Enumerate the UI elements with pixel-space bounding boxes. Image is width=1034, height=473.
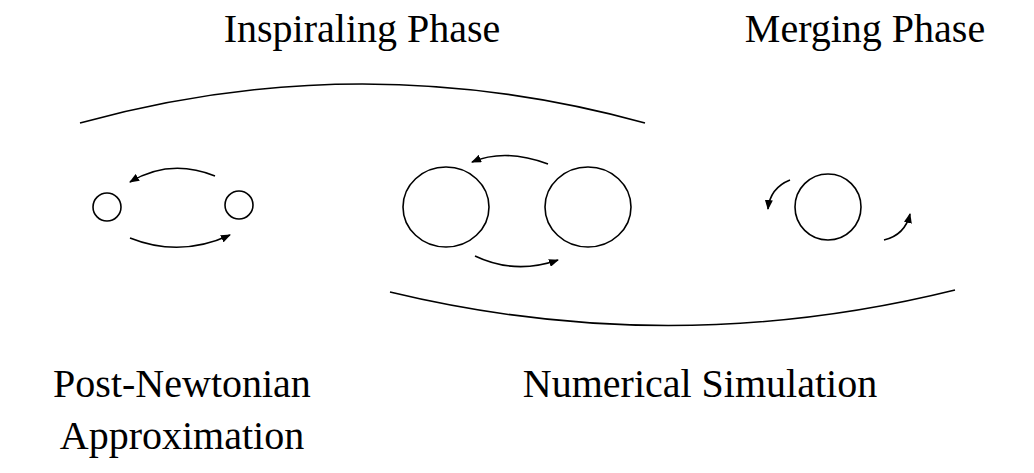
method-label: Post-Newtonian Approximation	[2, 358, 362, 462]
phase-label: Inspiraling Phase	[162, 6, 562, 52]
large-black-hole	[403, 167, 489, 247]
spin-arrow	[884, 214, 910, 240]
small-black-hole	[225, 191, 253, 219]
orbit-arrow	[130, 235, 230, 247]
large-black-hole	[545, 167, 631, 247]
method-label: Numerical Simulation	[450, 358, 950, 410]
orbit-arrow	[475, 256, 558, 267]
inspiral-bracket	[80, 84, 645, 123]
orbit-arrow	[130, 168, 215, 182]
merged-black-hole	[795, 174, 861, 240]
orbit-arrow	[472, 155, 548, 164]
phase-label: Merging Phase	[700, 6, 1030, 52]
spin-arrow	[768, 180, 790, 209]
small-black-hole	[93, 193, 121, 221]
simulation-bracket	[390, 290, 955, 326]
